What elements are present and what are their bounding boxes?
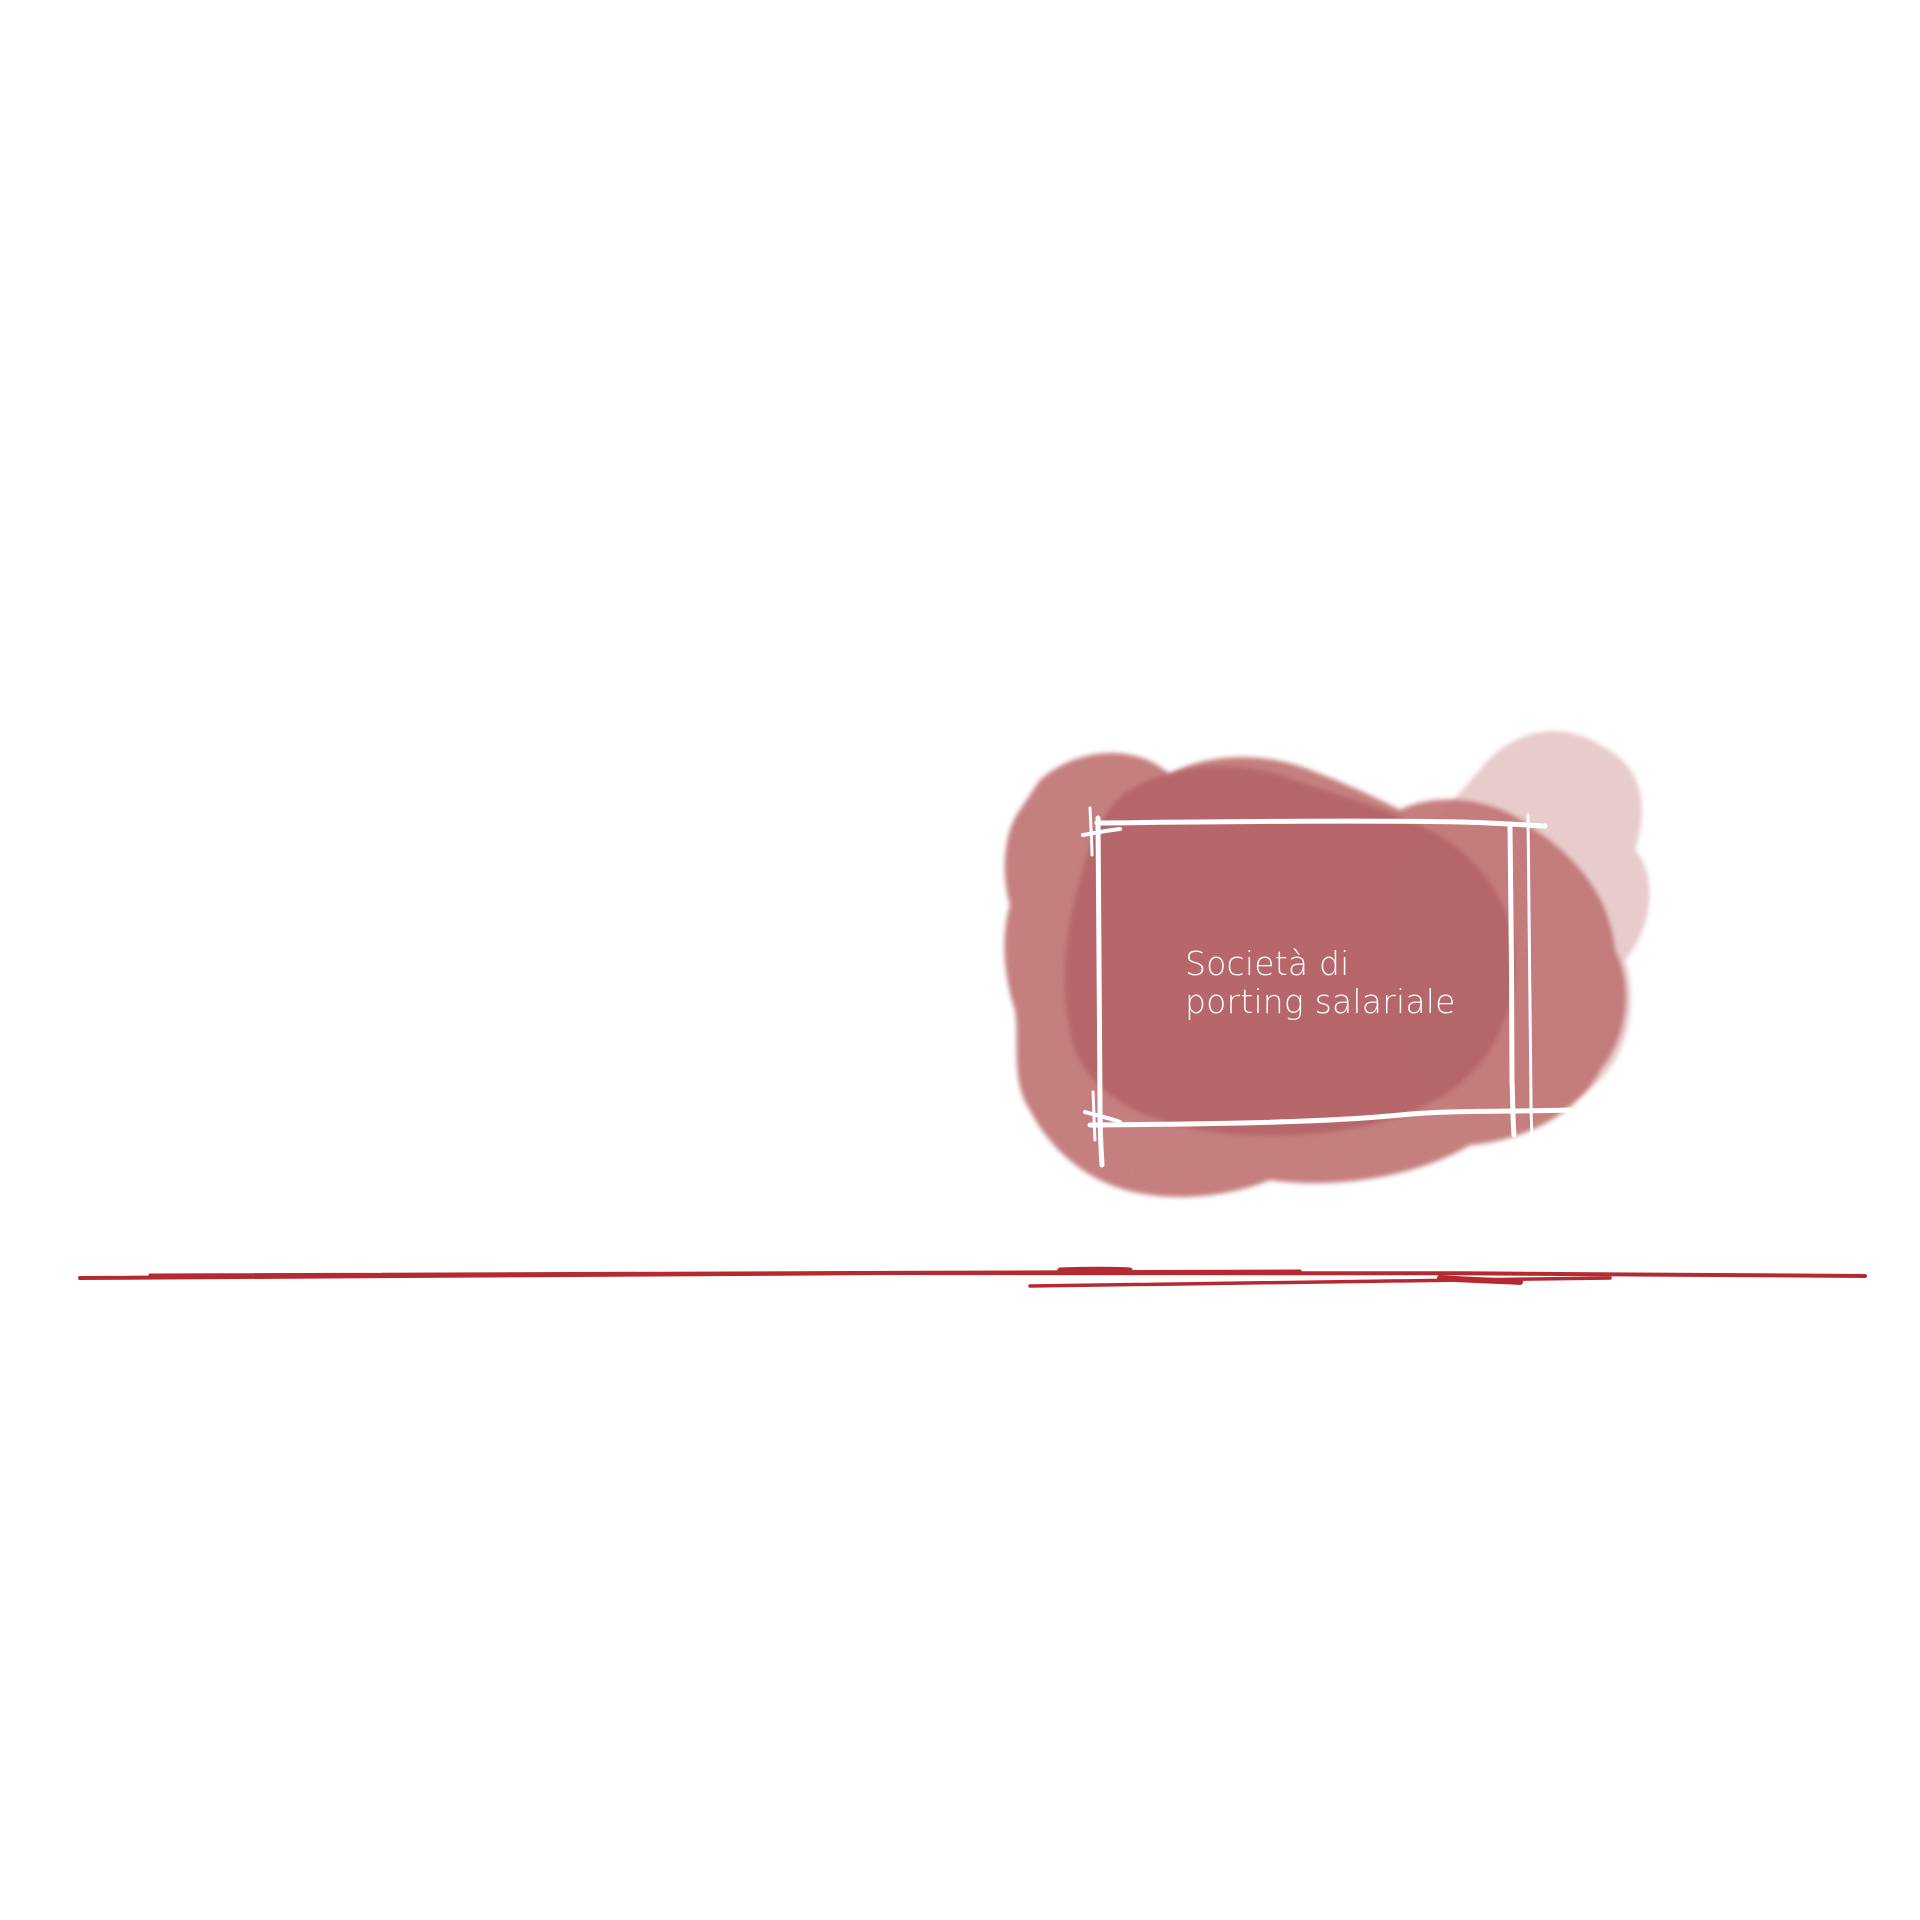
connector-line xyxy=(78,1266,1867,1288)
clipped-label-fragment-top: oria xyxy=(1085,712,1143,747)
node-label-line-1: Società di xyxy=(1185,944,1350,983)
node-label: Società di porting salariale xyxy=(1185,945,1456,1021)
clipped-label-fragment-bottom: oratori xyxy=(1165,1190,1265,1225)
node-label-line-2: porting salariale xyxy=(1185,982,1456,1021)
sketch-frame xyxy=(1081,806,1573,1168)
watercolor-splash xyxy=(1004,731,1650,1197)
